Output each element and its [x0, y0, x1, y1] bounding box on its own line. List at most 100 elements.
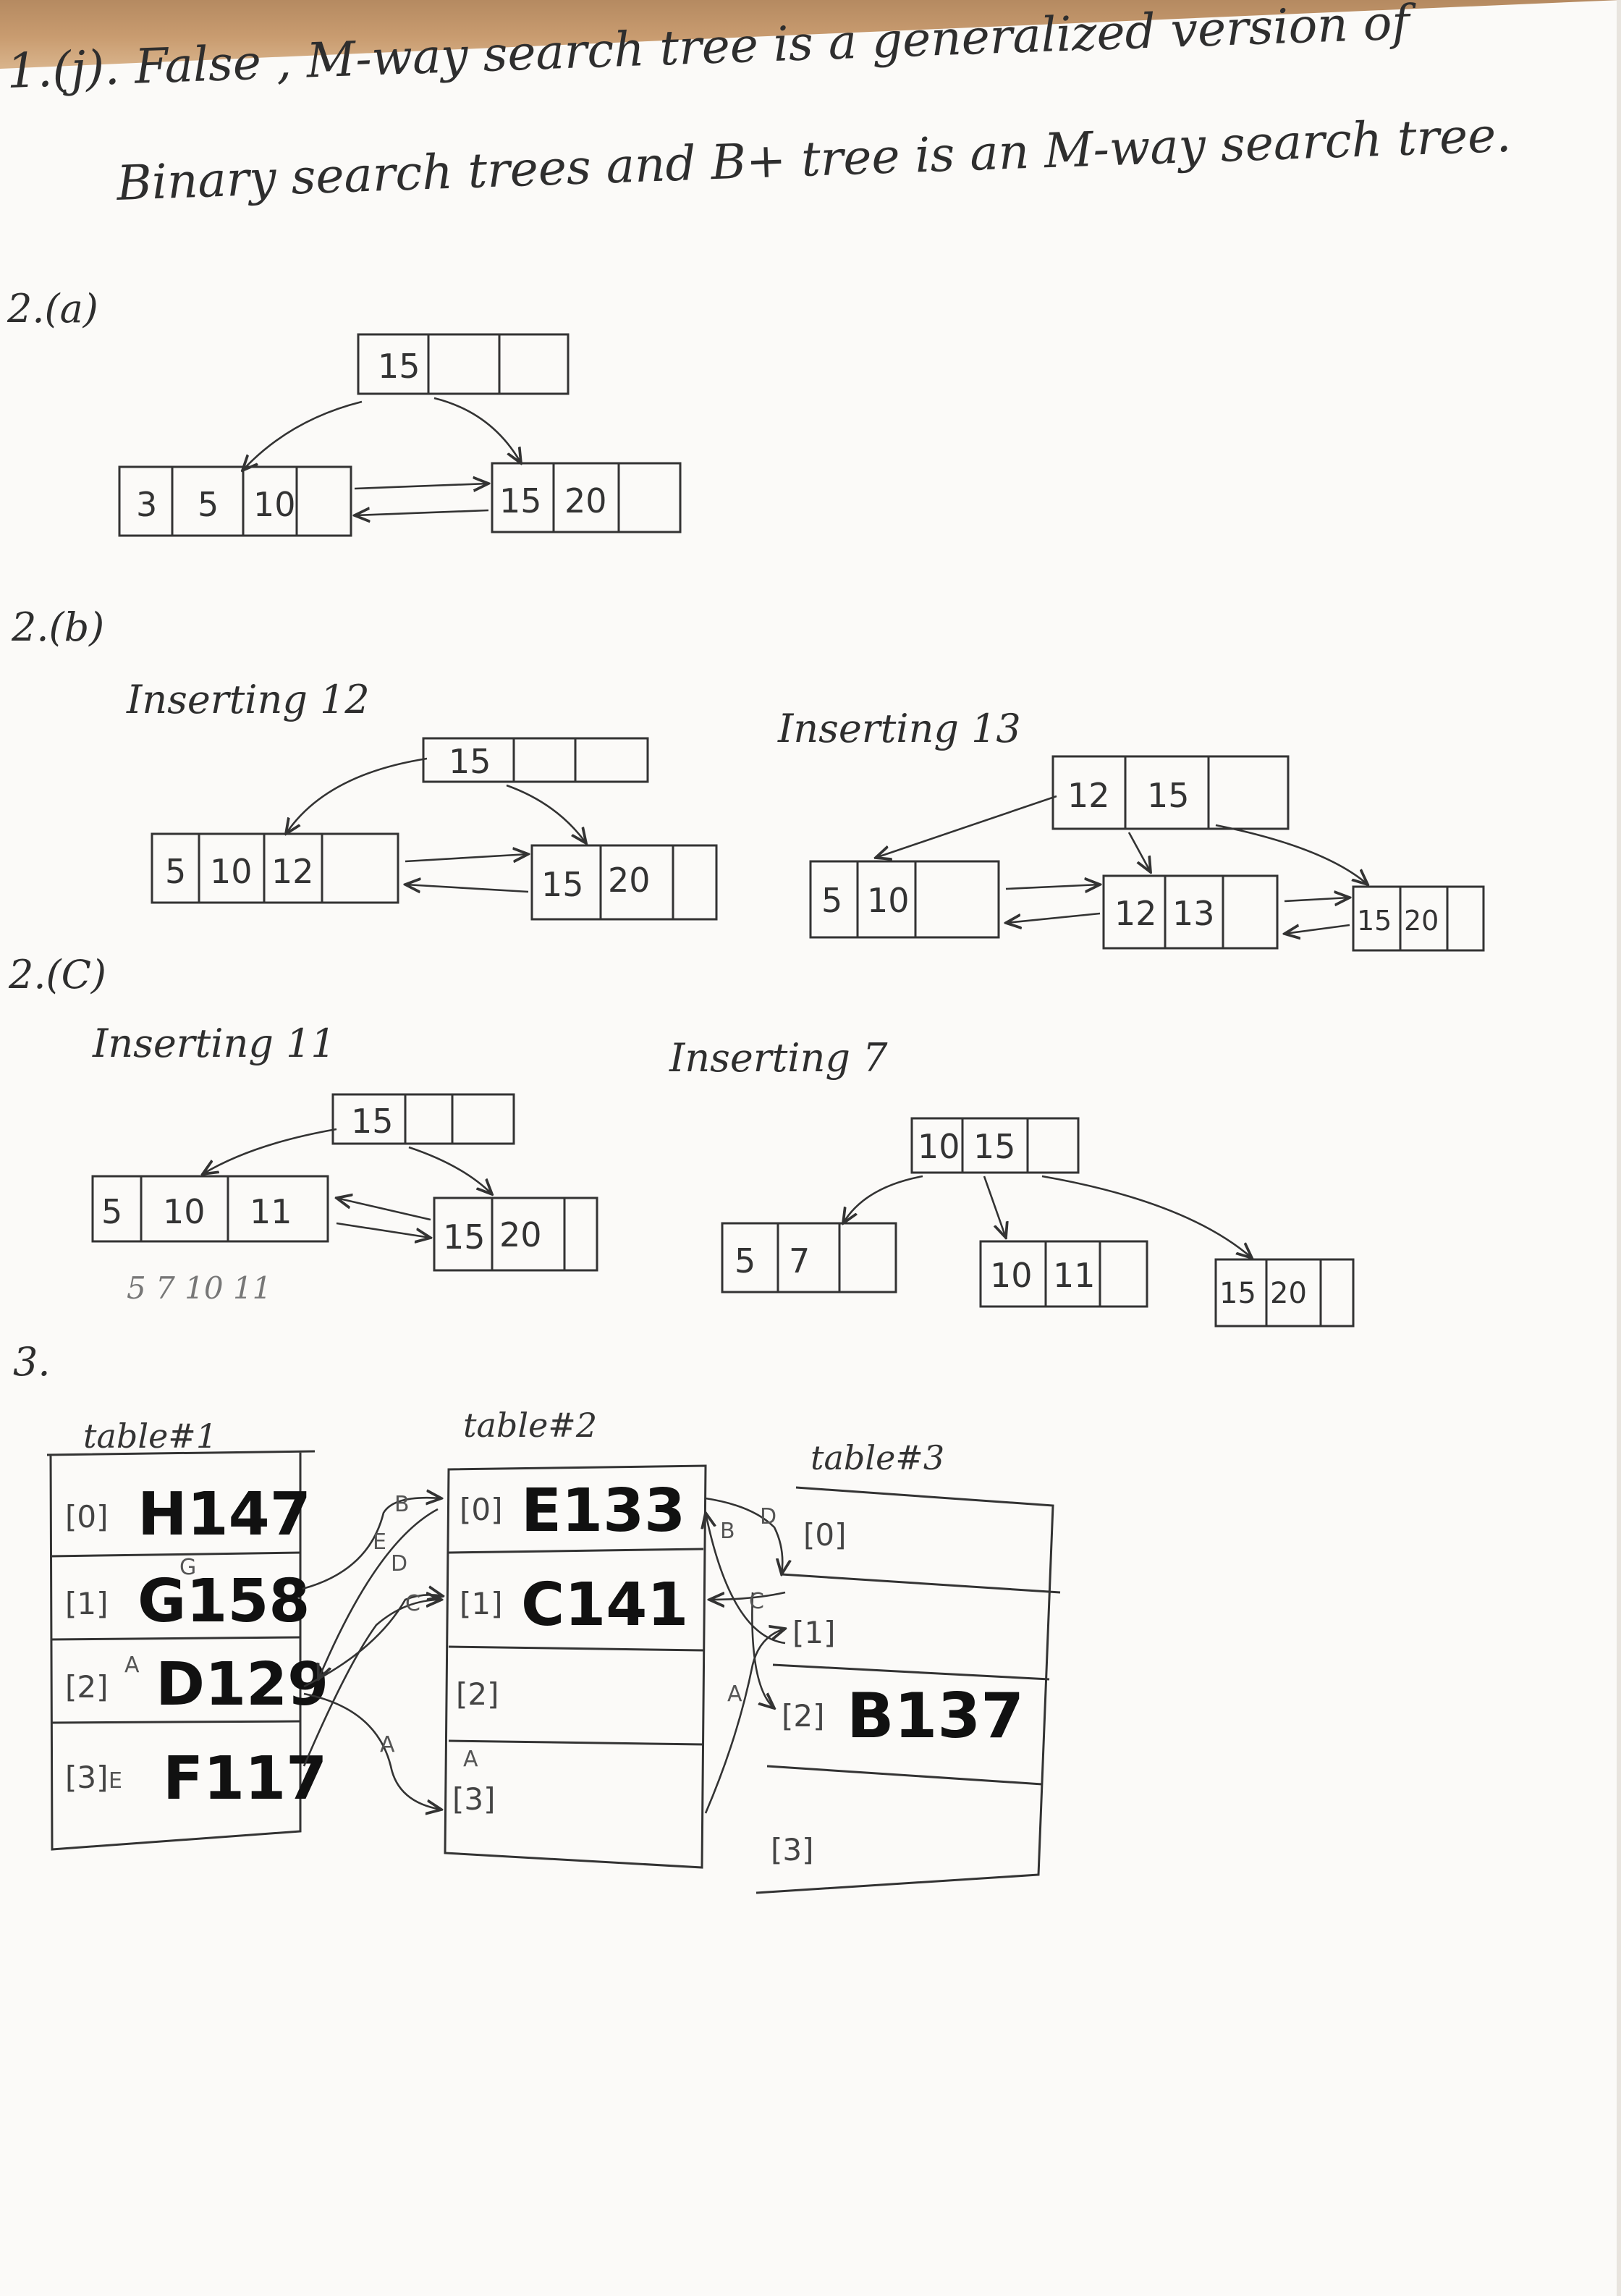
table-3-slot-2-entry: B137	[847, 1680, 1024, 1752]
q2b-i13-link-bc	[1284, 898, 1350, 901]
table-1-slot-2-index: [2]	[65, 1669, 109, 1705]
q2b-i12-arrow-left	[286, 757, 428, 834]
q2c-i7-leaf-b-key-2: 11	[1053, 1256, 1096, 1295]
arrow-tag-5: A	[380, 1732, 395, 1757]
q2a-leaf-link-back	[355, 510, 489, 515]
q2c-i7-root-key-1: 10	[918, 1127, 960, 1166]
q2b-i13-leaf-c-key-1: 15	[1357, 905, 1392, 937]
q2b-i13-leaf-a-key-2: 10	[867, 881, 910, 920]
q2c-i7-leaf-a-key-2: 7	[789, 1241, 810, 1280]
q2b-i13-arrow-c	[1215, 824, 1368, 885]
q2b-i13-root-key-1: 12	[1067, 776, 1110, 815]
q2b-insert13-caption: Inserting 13	[778, 706, 1021, 751]
arrow-tag-4: C	[405, 1591, 420, 1616]
table-2-slot-3-note: A	[463, 1747, 478, 1772]
q2b-i12-leaf-left-key-1: 5	[165, 852, 186, 891]
table-1-slot-1-entry: G158	[137, 1567, 310, 1636]
table-1: [0] H147 [1] G G158 [2] A D129 [3] E F11…	[46, 1450, 329, 1851]
arrow-tag-6: B	[720, 1519, 735, 1544]
q2c-i11-leaf-right-key-1: 15	[443, 1217, 486, 1257]
arrow-t2-to-t3-a	[704, 1629, 785, 1814]
q2a-root-key-1: 15	[378, 347, 420, 386]
table-1-slot-2-entry: D129	[156, 1650, 329, 1719]
table-1-slot-2-note: A	[124, 1653, 140, 1678]
arrow-t3-slot1-to-slot2	[751, 1592, 774, 1708]
arrow-t2-to-t3-slot0-d	[705, 1497, 782, 1574]
q2b-i13-leaf-b: 12 13	[1102, 874, 1279, 950]
q2b-i13-link-ba	[1006, 912, 1101, 923]
table-3-title: table#3	[810, 1438, 944, 1477]
table-3: [0] [1] [2] B137 [3]	[756, 1486, 1061, 1894]
q2c-i7-leaf-b: 10 11	[979, 1240, 1148, 1308]
q2b-i12-leaf-link-back	[405, 885, 529, 892]
q2c-i7-arrow-a	[843, 1175, 923, 1223]
q2c-i11-leaf-right: 15 20	[433, 1196, 598, 1272]
q2c-i11-root-node: 15	[331, 1093, 515, 1145]
arrow-t3-to-t2-b	[706, 1513, 786, 1645]
q3-label: 3.	[13, 1339, 51, 1385]
q2c-scratch-note: 5 7 10 11	[127, 1270, 272, 1306]
q2c-i11-arrow-right	[408, 1146, 492, 1194]
q2b-insert12-caption: Inserting 12	[127, 677, 370, 722]
table-2-title: table#2	[463, 1406, 597, 1445]
table-1-slot-0-index: [0]	[65, 1499, 109, 1535]
q2c-i11-arrow-left	[203, 1128, 337, 1174]
q2b-i12-arrow-right	[506, 784, 586, 843]
q2c-insert11-caption: Inserting 11	[93, 1021, 336, 1066]
q2b-i13-root-node: 12 15	[1051, 755, 1290, 830]
q2b-i13-root-key-2: 15	[1147, 776, 1190, 815]
q2a-leaf-left-key-1: 3	[136, 485, 157, 524]
q2b-i13-leaf-b-key-2: 13	[1172, 894, 1215, 933]
q2c-i7-leaf-c-key-2: 20	[1270, 1277, 1307, 1310]
q2c-i11-leaf-left-key-3: 11	[250, 1192, 292, 1231]
table-1-slot-0-entry: H147	[137, 1480, 311, 1549]
table-3-slot-0-index: [0]	[803, 1517, 847, 1553]
q2c-i11-leaf-link-forward	[336, 1222, 431, 1238]
displacement-arrows: B E D C A B D C A	[302, 1492, 785, 1813]
arrow-tag-9: A	[727, 1681, 742, 1707]
q2c-i11-leaf-left-key-2: 10	[163, 1192, 206, 1231]
q2a-leaf-right: 15 20	[491, 462, 682, 533]
q2c-i7-leaf-b-key-1: 10	[990, 1256, 1033, 1295]
q2a-leaf-left-key-2: 5	[198, 485, 219, 524]
table-1-title: table#1	[83, 1417, 217, 1456]
arrow-tag-7: D	[760, 1504, 776, 1529]
table-2-slot-3-index: [3]	[452, 1781, 496, 1817]
q2a-leaf-left-key-3: 10	[253, 485, 296, 524]
q2b-i12-leaf-left-key-2: 10	[210, 852, 253, 891]
q2b-i13-link-cb	[1284, 925, 1350, 934]
table-2-slot-1-entry: C141	[521, 1571, 688, 1639]
table-1-slot-3-index: [3]	[65, 1760, 109, 1795]
table-2: [0] E133 [1] C141 [2] A [3]	[444, 1464, 707, 1869]
q2b-i13-leaf-a: 5 10	[809, 860, 1000, 939]
q2c-i11-leaf-link-back	[337, 1198, 431, 1221]
q2a-label: 2.(a)	[7, 286, 98, 332]
q2b-i12-leaf-left: 5 10 12	[151, 832, 399, 904]
table-2-slot-1-index: [1]	[460, 1586, 503, 1621]
q2a-arrow-right	[433, 397, 521, 463]
table-2-slot-0-index: [0]	[460, 1492, 503, 1527]
table-2-slot-2-index: [2]	[456, 1676, 499, 1712]
arrow-tag-2: E	[373, 1529, 386, 1555]
q2c-i11-leaf-left-key-1: 5	[101, 1192, 122, 1231]
q2c-i7-root-node: 10 15	[910, 1117, 1080, 1174]
q2b-i13-arrow-b	[1127, 832, 1151, 872]
q2b-i12-leaf-right-key-1: 15	[541, 865, 584, 904]
q2b-i12-leaf-link-forward	[405, 854, 528, 861]
q2b-i12-leaf-left-key-3: 12	[271, 852, 314, 891]
q2c-i7-root-key-2: 15	[973, 1127, 1016, 1166]
arrow-t1-to-t2-c	[302, 1600, 441, 1767]
arrow-t3-to-t2-c	[709, 1591, 786, 1600]
q2a-leaf-left: 3 5 10	[118, 465, 352, 537]
q2b-i12-root-key-1: 15	[449, 742, 491, 781]
q2c-i7-leaf-a: 5 7	[721, 1222, 897, 1293]
q2c-i7-leaf-c: 15 20	[1214, 1258, 1355, 1328]
q2b-i13-arrow-a	[876, 795, 1057, 858]
arrow-t1-to-t2-slot0-b	[302, 1498, 441, 1590]
q2b-i13-leaf-a-key-1: 5	[821, 881, 842, 920]
q2b-i13-leaf-b-key-1: 12	[1114, 894, 1157, 933]
arrow-t2-to-t1-slot2-e	[318, 1508, 439, 1679]
q2b-i12-leaf-right-key-2: 20	[608, 861, 651, 900]
